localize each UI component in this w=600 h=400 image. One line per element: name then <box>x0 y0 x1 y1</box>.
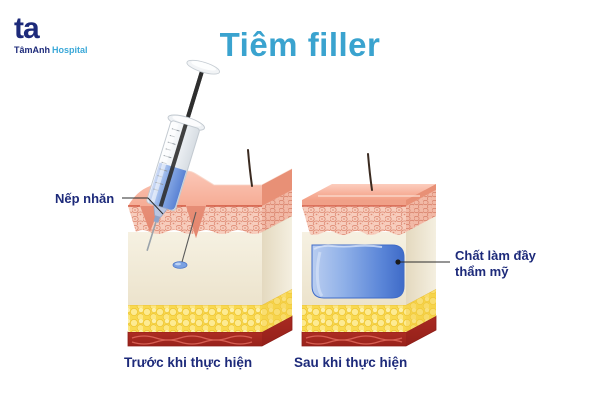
dermis-layer-after <box>302 190 436 235</box>
epidermis-smooth-after <box>302 184 436 207</box>
callout-label-filler: Chất làm đầy thẩm mỹ <box>455 248 536 280</box>
callout-filler-line1: Chất làm đầy <box>455 248 536 263</box>
muscle-layer-before <box>127 315 293 347</box>
logo-word-primary: TâmAnh <box>14 45 50 55</box>
dermal-filler-mass <box>311 244 405 299</box>
callout-filler-line2: thẩm mỹ <box>455 264 509 279</box>
needle-track <box>181 211 197 263</box>
hair-strand-before <box>247 149 253 187</box>
panel-after <box>301 153 437 347</box>
callout-leader-wrinkle <box>122 197 164 215</box>
fat-layer-before <box>128 288 293 332</box>
panel-before <box>127 59 293 347</box>
logo-word-secondary: Hospital <box>52 45 88 55</box>
dermal-filler-droplet-before <box>172 261 188 269</box>
fat-layer-after <box>302 288 437 332</box>
callout-leader-filler <box>395 259 450 265</box>
subcutaneous-layer-before <box>128 215 293 305</box>
logo-monogram: ta <box>14 12 40 45</box>
page-title: Tiêm filler <box>219 26 381 63</box>
caption-after: Sau khi thực hiện <box>294 355 408 370</box>
muscle-layer-after <box>301 315 437 347</box>
callout-label-wrinkle: Nếp nhăn <box>55 191 115 206</box>
hair-strand-after <box>367 153 373 191</box>
caption-before: Trước khi thực hiện <box>124 355 253 370</box>
syringe <box>146 59 221 252</box>
